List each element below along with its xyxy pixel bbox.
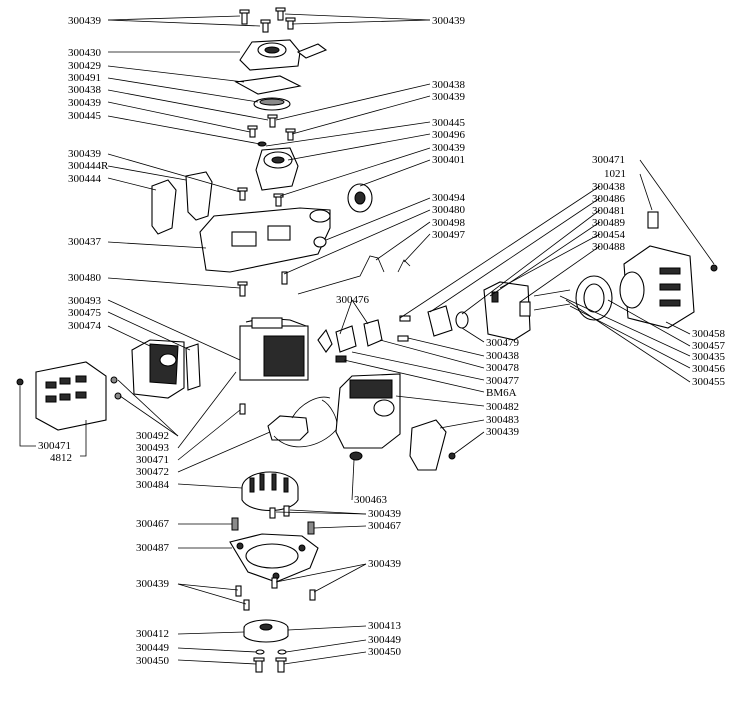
label: 300438 (592, 181, 626, 193)
label: 300475 (68, 307, 102, 319)
nut-300401 (347, 183, 373, 213)
label: 300439 (136, 578, 170, 590)
label: 300449 (136, 642, 170, 654)
label: 300445 (68, 110, 102, 122)
label: 300439 (432, 91, 466, 103)
label: 300444R (68, 160, 109, 172)
crankcase (335, 373, 401, 449)
label: 300401 (432, 154, 465, 166)
label: 300472 (136, 466, 169, 478)
label: 300437 (68, 236, 102, 248)
label: 300498 (432, 217, 466, 229)
label: 300476 (336, 294, 370, 306)
clutch-hub (243, 619, 289, 643)
label: 1021 (604, 168, 626, 180)
parts (16, 7, 718, 673)
label: 300435 (692, 351, 726, 363)
label: 300493 (136, 442, 170, 454)
fuel-line (297, 255, 385, 295)
starter-housing (239, 39, 328, 71)
label: 300439 (68, 15, 102, 27)
label: 300479 (486, 337, 520, 349)
bracket-left (151, 179, 177, 235)
label: 300449 (368, 634, 402, 646)
label: 300497 (432, 229, 466, 241)
label: 300467 (136, 518, 170, 530)
label: 300474 (68, 320, 102, 332)
label: 300494 (432, 192, 466, 204)
label: 300471 (38, 440, 71, 452)
label: 300444 (68, 173, 102, 185)
label: 300456 (692, 363, 726, 375)
fan-housing (229, 533, 319, 583)
filter-cover (619, 245, 695, 329)
filter-element (575, 275, 613, 321)
label: 300458 (692, 328, 726, 340)
flywheel (241, 471, 299, 511)
filter-housing (483, 281, 531, 341)
label: 300438 (486, 350, 520, 362)
label: 300445 (432, 117, 466, 129)
label: 300480 (68, 272, 102, 284)
fuel-tank (199, 207, 331, 273)
carb-plate (185, 343, 201, 391)
cylinder (239, 317, 309, 381)
gasket (234, 75, 302, 95)
label: 300439 (368, 558, 402, 570)
part-labels: 300439 300439 300430 300429 300491 30043… (38, 15, 726, 667)
clip-1021 (647, 211, 659, 229)
leader-lines (19, 13, 715, 665)
label: 300487 (136, 542, 170, 554)
label: 300438 (68, 84, 102, 96)
label: 300493 (68, 295, 102, 307)
label: 300471 (136, 454, 169, 466)
label: 300439 (432, 142, 466, 154)
label: 300481 (592, 205, 625, 217)
label: 300454 (592, 229, 626, 241)
label: 300489 (592, 217, 626, 229)
label: 300430 (68, 47, 102, 59)
label: 300457 (692, 340, 726, 352)
label: 300483 (486, 414, 520, 426)
label: 300455 (692, 376, 726, 388)
label: 300491 (68, 72, 101, 84)
ignition-coil (267, 396, 338, 448)
label: 300429 (68, 60, 102, 72)
air-filter (131, 339, 185, 399)
label: 300413 (368, 620, 402, 632)
label: 300450 (136, 655, 170, 667)
label: 300463 (354, 494, 388, 506)
label: BM6A (486, 387, 517, 399)
label: 300439 (68, 97, 102, 109)
label: 300450 (368, 646, 402, 658)
bracket-right (185, 171, 213, 221)
starter-pulley (253, 97, 291, 111)
label: 300496 (432, 129, 466, 141)
gasket-set (317, 319, 383, 363)
label: 300471 (592, 154, 625, 166)
label: 300439 (368, 508, 402, 520)
label: 300478 (486, 362, 520, 374)
muffler (35, 361, 107, 431)
label: 300412 (136, 628, 169, 640)
label: 300439 (432, 15, 466, 27)
label: 300467 (368, 520, 402, 532)
top-screws (239, 7, 296, 33)
label: 300486 (592, 193, 626, 205)
label: 300439 (486, 426, 520, 438)
label: 300488 (592, 241, 626, 253)
label: 300477 (486, 375, 520, 387)
label: 300439 (68, 148, 102, 160)
label: 4812 (50, 452, 72, 464)
case-cover (409, 419, 447, 471)
label: 300484 (136, 479, 170, 491)
carburetor (397, 305, 469, 342)
label: 300492 (136, 430, 169, 442)
label: 300480 (432, 204, 466, 216)
bearing-300463 (349, 451, 363, 461)
label: 300438 (432, 79, 466, 91)
starter-cup (255, 147, 299, 191)
label: 300482 (486, 401, 519, 413)
